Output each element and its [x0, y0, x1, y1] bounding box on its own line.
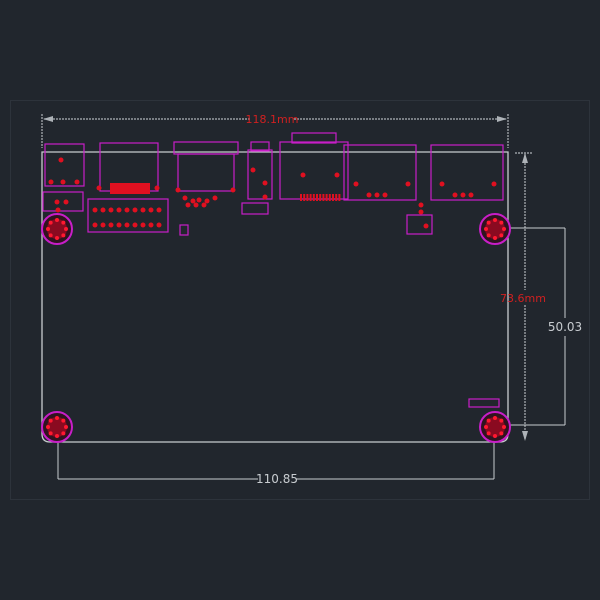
- ethernet-port-1: [343, 144, 417, 201]
- height-dimension-label: 73.6mm: [500, 292, 546, 305]
- pad: [175, 187, 181, 193]
- header-pin: [100, 207, 106, 213]
- mounting-hole: [41, 213, 73, 245]
- header-pin: [132, 207, 138, 213]
- smd-pad: [338, 194, 341, 201]
- pad: [262, 180, 268, 186]
- pin-header: [87, 198, 169, 233]
- pad: [250, 167, 256, 173]
- header-pin: [92, 222, 98, 228]
- pad: [204, 198, 210, 204]
- header-pin: [92, 207, 98, 213]
- pad: [58, 157, 64, 163]
- pad: [374, 192, 380, 198]
- smd-pad: [328, 194, 331, 201]
- header-pin: [116, 207, 122, 213]
- pad: [182, 195, 188, 201]
- hdmi-pads: [110, 183, 150, 194]
- pad: [405, 181, 411, 187]
- header-pin: [132, 222, 138, 228]
- header-pin: [156, 222, 162, 228]
- header-pin: [100, 222, 106, 228]
- vga-connector-body: [177, 153, 235, 192]
- arrow-left-icon: [43, 116, 53, 122]
- switch: [241, 202, 269, 215]
- small-connector: [406, 214, 433, 235]
- arrow-right-icon: [497, 116, 507, 122]
- smd-pad: [322, 194, 325, 201]
- pad: [300, 172, 306, 178]
- pad: [201, 202, 207, 208]
- led-component: [179, 224, 189, 236]
- pad: [418, 209, 424, 215]
- audio-jack-top: [250, 141, 270, 152]
- smd-pad: [319, 194, 322, 201]
- pad: [353, 181, 359, 187]
- usb-connector-1: [44, 143, 85, 187]
- power-jack: [42, 191, 84, 212]
- mounting-hole: [41, 411, 73, 443]
- smd-pad: [316, 194, 318, 201]
- width-dimension-label: 118.1mm: [246, 113, 299, 126]
- pad: [154, 185, 160, 191]
- smd-pad: [303, 194, 306, 201]
- header-pin: [140, 207, 146, 213]
- header-pin: [124, 222, 130, 228]
- pad: [366, 192, 372, 198]
- pad: [452, 192, 458, 198]
- pad: [190, 198, 196, 204]
- pad: [382, 192, 388, 198]
- smd-pad: [312, 194, 315, 201]
- header-pin: [156, 207, 162, 213]
- mounting-hole: [479, 213, 511, 245]
- ethernet-port-2: [430, 144, 504, 201]
- pad: [491, 181, 497, 187]
- pad: [423, 223, 429, 229]
- drawing-frame: [10, 100, 590, 500]
- board-outline: [41, 151, 509, 443]
- small-smd-component: [468, 398, 500, 408]
- width-dimension: [41, 114, 509, 148]
- pad: [54, 199, 60, 205]
- serial-connector-top: [291, 132, 337, 144]
- header-pin: [148, 222, 154, 228]
- pad: [193, 202, 199, 208]
- pad: [185, 202, 191, 208]
- pad: [74, 179, 80, 185]
- hole-horizontal-dimension-label: 110.85: [256, 472, 298, 486]
- header-pin: [124, 207, 130, 213]
- arrow-up-icon: [522, 153, 528, 163]
- pad: [48, 179, 54, 185]
- hole-vertical-dimension-label: 50.03: [548, 320, 582, 334]
- height-dimension: [515, 152, 532, 440]
- mounting-hole: [479, 411, 511, 443]
- header-pin: [148, 207, 154, 213]
- pad: [439, 181, 445, 187]
- header-pin: [108, 222, 114, 228]
- smd-pad: [325, 194, 328, 201]
- header-pin: [108, 207, 114, 213]
- pad: [55, 207, 61, 213]
- pad: [460, 192, 466, 198]
- smd-pad: [332, 194, 334, 201]
- audio-jack: [247, 149, 273, 200]
- smd-pad: [309, 194, 312, 201]
- smd-pad: [335, 194, 338, 201]
- smd-pad: [306, 194, 309, 201]
- header-pin: [140, 222, 146, 228]
- arrow-down-icon: [522, 431, 528, 441]
- pad: [96, 185, 102, 191]
- pad: [418, 202, 424, 208]
- smd-pad: [300, 194, 302, 201]
- pad: [468, 192, 474, 198]
- pad: [334, 172, 340, 178]
- pad: [230, 187, 236, 193]
- pad: [63, 199, 69, 205]
- pad: [262, 194, 268, 200]
- header-pin: [116, 222, 122, 228]
- serial-connector: [279, 141, 349, 200]
- pad: [212, 195, 218, 201]
- pad: [60, 179, 66, 185]
- pad: [196, 197, 202, 203]
